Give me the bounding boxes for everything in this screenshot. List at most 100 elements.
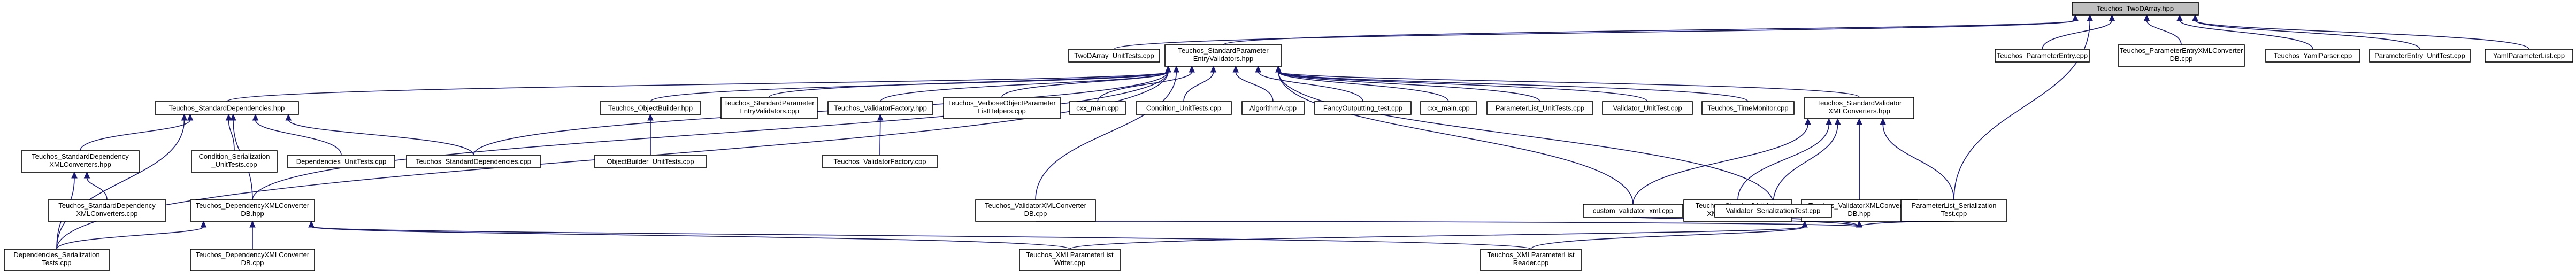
arrowhead-spev-cond_ut [1210, 65, 1217, 73]
node-spev_cpp[interactable]: Teuchos_StandardParameterEntryValidators… [720, 97, 818, 119]
node-box [191, 150, 278, 173]
node-timemon[interactable]: Teuchos_TimeMonitor.cpp [1701, 101, 1795, 115]
node-label: DB.hpp [241, 210, 264, 218]
edge-spev-fancy [1258, 71, 1363, 102]
node-val_ut[interactable]: Validator_UnitTest.cpp [1602, 101, 1693, 115]
edge-spev-cond_ut [1183, 71, 1214, 102]
node-box [1480, 249, 1582, 271]
edge-spev-vob [1001, 71, 1169, 98]
node-box [1420, 101, 1477, 115]
node-root[interactable]: Teuchos_TwoDArray.hpp [2072, 2, 2199, 16]
node-label: DB.cpp [2170, 55, 2193, 63]
node-box [1068, 49, 1160, 63]
edge-vxmldb-pl_ser [1859, 221, 1954, 227]
node-box [2118, 44, 2245, 67]
node-label: AlgorithmA.cpp [1249, 104, 1297, 112]
node-label: DB.hpp [1847, 210, 1870, 218]
node-label: Test.cpp [1941, 210, 1967, 218]
node-label: Teuchos_StandardDependencies.cpp [416, 158, 531, 166]
edge-spev-val_ut [1278, 71, 1648, 102]
node-vf[interactable]: Teuchos_ValidatorFactory.hpp [827, 101, 933, 115]
node-label: XMLConverters.cpp [76, 210, 138, 218]
node-label: Teuchos_StandardParameter [724, 99, 815, 107]
node-box [1701, 101, 1795, 115]
node-cxxmain1[interactable]: cxx_main.cpp [1069, 101, 1126, 115]
node-label: Teuchos_StandardParameter [1178, 47, 1269, 55]
node-cond_ut[interactable]: Condition_UnitTests.cpp [1136, 101, 1232, 115]
edge-sdh-sd_cpp [288, 119, 474, 156]
node-box [1804, 97, 1914, 119]
node-pe[interactable]: Teuchos_ParameterEntry.cpp [1995, 49, 2090, 63]
node-label: Teuchos_DependencyXMLConverter [196, 202, 310, 210]
node-label: DB.cpp [241, 259, 264, 267]
node-label: Condition_Serialization [199, 152, 270, 160]
node-label: Teuchos_ValidatorFactory.hpp [834, 104, 927, 112]
node-vob[interactable]: Teuchos_VerboseObjectParameterListHelper… [943, 97, 1061, 119]
node-label: Teuchos_ParameterEntry.cpp [1997, 52, 2088, 60]
node-pl_ser[interactable]: ParameterList_SerializationTest.cpp [1900, 199, 2007, 222]
edge-sdxml-sdxml_cpp [86, 177, 108, 200]
node-ob_ut[interactable]: ObjectBuilder_UnitTests.cpp [594, 155, 707, 168]
node-box [600, 101, 701, 115]
arrowhead-sdh-dxmldb [230, 113, 236, 121]
node-dep_ut[interactable]: Dependencies_UnitTests.cpp [287, 155, 395, 168]
node-twod_ut[interactable]: TwoDArray_UnitTests.cpp [1068, 49, 1160, 63]
edge-dxmldb-xmlw [311, 226, 1070, 250]
node-yamlpl[interactable]: YamlParameterList.cpp [2485, 49, 2573, 63]
arrowhead-vf-vf_cpp [877, 113, 884, 121]
edge-sdh-sdxml [80, 119, 191, 151]
node-label: ObjectBuilder_UnitTests.cpp [607, 158, 694, 166]
node-label: Condition_UnitTests.cpp [1146, 104, 1221, 112]
arrowhead-root-pe [2109, 14, 2115, 21]
node-label: DB.cpp [1024, 210, 1047, 218]
arrowhead-vxmldb-svxml [1856, 220, 1862, 228]
edge-dxmldb-dep_ser [56, 226, 204, 250]
node-box [287, 155, 395, 168]
arrowhead-dxmldb-dep_ser [200, 220, 207, 228]
node-val_ser[interactable]: Validator_SerializationTest.cpp [1714, 204, 1832, 218]
node-spev[interactable]: Teuchos_StandardParameterEntryValidators… [1164, 44, 1282, 67]
node-box [155, 101, 299, 115]
edge-root-spev [1223, 20, 2076, 45]
node-box [975, 199, 1096, 222]
arrowhead-spev-dep_ser [1165, 65, 1171, 73]
node-box [48, 199, 166, 222]
node-cond_ser[interactable]: Condition_Serialization_UnitTests.cpp [191, 150, 278, 173]
node-label: Teuchos_StandardDependency [32, 152, 129, 160]
node-pl_ut[interactable]: ParameterList_UnitTests.cpp [1486, 101, 1593, 115]
node-cxxmain2[interactable]: cxx_main.cpp [1420, 101, 1477, 115]
edge-spev-vxmldb_cpp [1035, 71, 1177, 200]
node-label: ListHelpers.cpp [978, 107, 1026, 115]
node-sd_cpp[interactable]: Teuchos_StandardDependencies.cpp [406, 155, 541, 168]
node-box [1995, 49, 2090, 63]
node-box [190, 249, 315, 271]
edge-vxmldb-xmlw [1069, 226, 1805, 250]
node-yamlparser[interactable]: Teuchos_YamlParser.cpp [2265, 49, 2360, 63]
node-sdxml_cpp[interactable]: Teuchos_StandardDependencyXMLConverters.… [48, 199, 166, 222]
node-custom[interactable]: custom_validator_xml.cpp [1583, 204, 1683, 218]
node-sdh[interactable]: Teuchos_StandardDependencies.hpp [155, 101, 299, 115]
node-label: Teuchos_XMLParameterList [1487, 251, 1575, 259]
arrowhead-root-spev [2072, 14, 2079, 21]
edge-sdh-dep_ut [255, 119, 342, 156]
node-label: Teuchos_ObjectBuilder.hpp [608, 104, 693, 112]
node-vf_cpp[interactable]: Teuchos_ValidatorFactory.cpp [822, 155, 938, 168]
node-fancy[interactable]: FancyOutputting_test.cpp [1314, 101, 1412, 115]
node-svxml[interactable]: Teuchos_StandardValidatorXMLConverters.h… [1804, 97, 1914, 119]
node-sdxml[interactable]: Teuchos_StandardDependencyXMLConverters.… [21, 150, 140, 173]
node-pe_ut[interactable]: ParameterEntry_UnitTest.cpp [2369, 49, 2471, 63]
node-label: Teuchos_XMLParameterList [1026, 251, 1114, 259]
node-box [943, 97, 1061, 119]
node-ob[interactable]: Teuchos_ObjectBuilder.hpp [600, 101, 701, 115]
arrowhead-svxml-val_ser [1834, 118, 1841, 125]
node-box [2485, 49, 2573, 63]
node-algA[interactable]: AlgorithmA.cpp [1241, 101, 1305, 115]
